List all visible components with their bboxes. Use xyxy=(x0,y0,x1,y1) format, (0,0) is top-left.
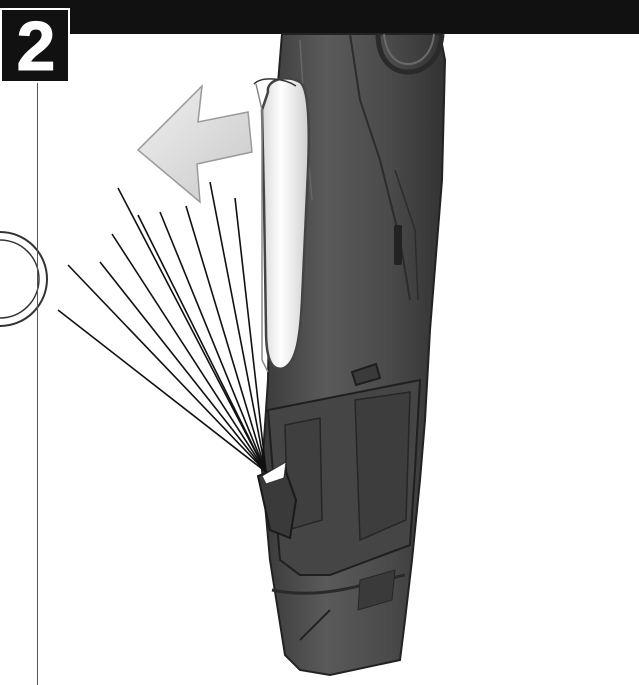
callout-circle-inner xyxy=(0,239,40,319)
callout-circle xyxy=(0,231,48,327)
step-badge: 2 xyxy=(0,8,70,83)
light-beam-icon xyxy=(57,181,267,473)
header-bar xyxy=(0,0,639,34)
arrow-left-icon xyxy=(136,83,253,204)
belt-clip xyxy=(253,77,310,373)
step-number: 2 xyxy=(16,6,56,85)
panel-divider xyxy=(37,83,38,685)
